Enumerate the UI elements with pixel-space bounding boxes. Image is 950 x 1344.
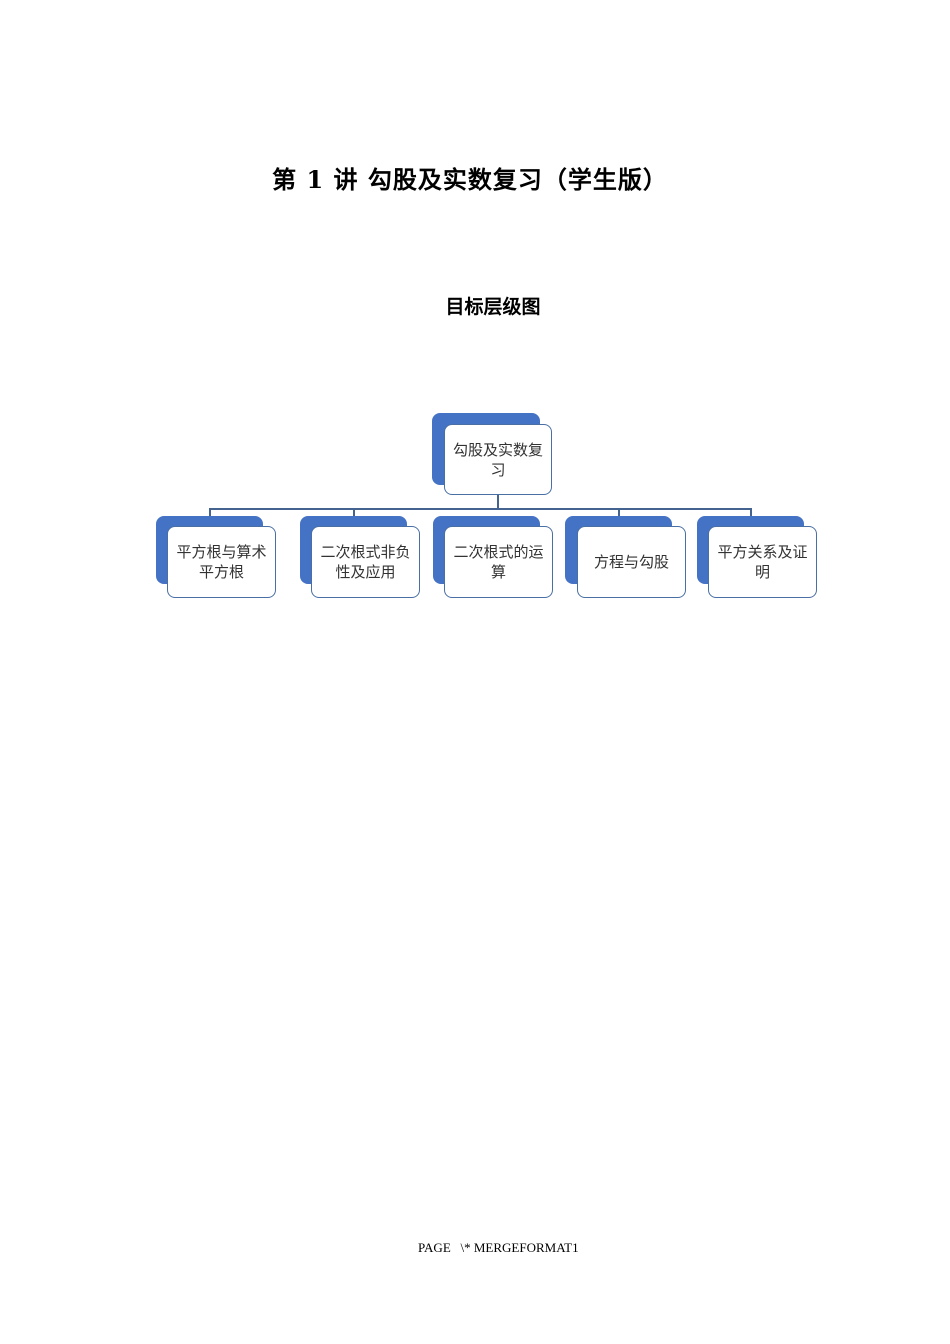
- connector-root-down: [497, 494, 499, 509]
- connector-child-1: [209, 508, 211, 517]
- connector-child-4: [618, 508, 620, 517]
- connector-child-5: [750, 508, 752, 517]
- child-node-2: 二次根式非负性及应用: [311, 526, 420, 598]
- child-node-label: 方程与勾股: [593, 553, 669, 571]
- child-node-5: 平方关系及证明: [708, 526, 817, 598]
- root-node-label: 勾股及实数复习: [452, 440, 543, 479]
- child-node-3: 二次根式的运算: [444, 526, 553, 598]
- root-node: 勾股及实数复习: [444, 424, 552, 495]
- child-node-4: 方程与勾股: [577, 526, 686, 598]
- section-heading: 目标层级图: [445, 296, 541, 318]
- child-node-label: 二次根式非负性及应用: [320, 543, 411, 581]
- document-title: 第 1 讲 勾股及实数复习（学生版）: [272, 165, 668, 194]
- child-node-label: 平方根与算术平方根: [176, 543, 267, 581]
- child-node-1: 平方根与算术平方根: [167, 526, 276, 598]
- connector-child-2: [353, 508, 355, 517]
- page-footer: PAGE \* MERGEFORMAT1: [418, 1240, 579, 1255]
- child-node-label: 平方关系及证明: [717, 543, 808, 581]
- hierarchy-diagram: 勾股及实数复习 平方根与算术平方根 二次根式非负性及应用 二次根式的运算 方程与…: [156, 413, 817, 598]
- connector-horizontal: [209, 508, 752, 510]
- child-node-label: 二次根式的运算: [453, 543, 544, 581]
